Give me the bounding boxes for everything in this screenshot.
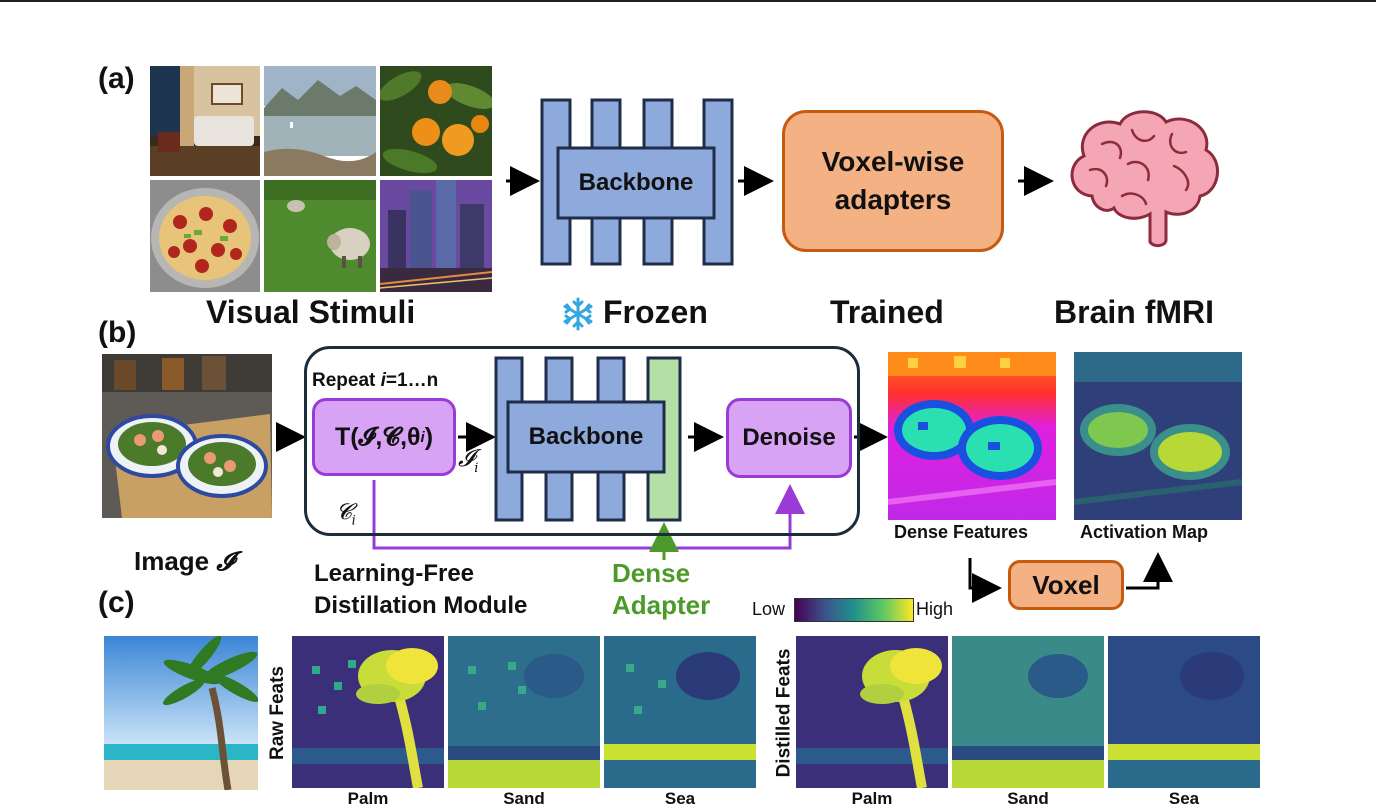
panel-label-b: (b) [98,316,137,349]
voxel-wise-adapters-box: Voxel-wise adapters [782,110,1004,252]
feature-map-label: Sea [1168,789,1200,808]
feature-map-label: Palm [347,789,389,808]
visual-stimuli-caption: Visual Stimuli [206,294,416,330]
stimulus-pizza [150,180,260,292]
image-caption: Image 𝓘 [134,546,234,578]
module-label-line1: Learning-Free [314,560,475,587]
feature-map-sand-distilled [952,636,1104,788]
distilled-feats-label-wrap: Distilled Feats [772,636,796,790]
top-rule [0,0,1376,2]
stimulus-oranges [380,66,492,176]
feature-map-sand-raw [448,636,600,788]
output-sub: i [474,460,479,476]
stimulus-lake [264,66,376,176]
feature-map-label: Palm [851,789,893,808]
context-label: 𝓒i [336,500,356,528]
image-symbol: 𝓘 [216,547,234,577]
raw-feats-label: Raw Feats [267,666,289,760]
context-symbol: 𝓒 [336,500,352,525]
context-sub: i [351,513,356,529]
panel-label-a: (a) [98,62,135,95]
backbone-block-a: Backbone [540,98,736,266]
colorbar-high-label: High [916,599,954,619]
dense-features-caption: Dense Features [894,522,1029,542]
trained-caption: Trained [830,294,944,330]
frozen-caption: Frozen [603,294,708,330]
backbone-label-b: Backbone [528,423,644,450]
raw-feats-label-wrap: Raw Feats [266,636,290,790]
feature-map-label: Sand [503,789,545,808]
feature-map-label: Sand [1007,789,1049,808]
dense-features-map [888,352,1056,520]
dense-adapter-label-line1: Dense [612,558,691,588]
colorbar [794,598,914,622]
arrow-voxel-to-activation [1126,552,1173,590]
input-image-bowls [102,354,272,518]
feature-map-palm-distilled [796,636,948,788]
stimulus-city [380,180,492,292]
activation-map [1074,352,1242,520]
feature-map-sea-raw [604,636,756,788]
repeat-var: i [380,370,386,391]
output-symbol: 𝓘 [458,444,475,472]
adapters-label-line1: Voxel-wise [821,146,965,177]
feature-map-label: Sea [664,789,696,808]
denoise-box: Denoise [726,398,852,478]
snowflake-icon [560,296,596,332]
transform-close: ) [424,422,434,451]
arrow-features-to-voxel [968,558,1002,603]
backbone-label-a: Backbone [578,169,694,196]
transform-sub: i [420,428,425,446]
context-skip-line [372,480,805,550]
brain-fmri-caption: Brain fMRI [1054,294,1214,330]
panel-label-c: (c) [98,586,135,619]
backbone-block-b: Backbone [494,356,688,522]
dense-adapter-label-line2: Adapter [612,590,711,620]
activation-map-caption: Activation Map [1080,522,1209,542]
module-label-line2: Distillation Module [314,592,528,619]
repeat-suffix: =1…n [385,370,439,391]
input-image-palm [104,636,258,790]
repeat-prefix: Repeat [312,370,381,391]
stimulus-living-room [150,66,260,176]
voxel-box: Voxel [1008,560,1124,610]
image-caption-text: Image [134,546,210,576]
feature-map-sea-distilled [1108,636,1260,788]
brain-icon [1062,104,1224,252]
distillation-module-frame [304,346,860,536]
transform-label: T(𝓘,𝓒,θ [334,422,421,451]
repeat-label: Repeat i=1…n [312,370,438,392]
output-image-label: 𝓘i [458,444,478,476]
distilled-feats-label: Distilled Feats [773,648,795,778]
feature-map-palm-raw [292,636,444,788]
adapters-label-line2: adapters [834,184,952,215]
stimulus-sheep [264,180,376,292]
colorbar-low-label: Low [752,599,786,619]
